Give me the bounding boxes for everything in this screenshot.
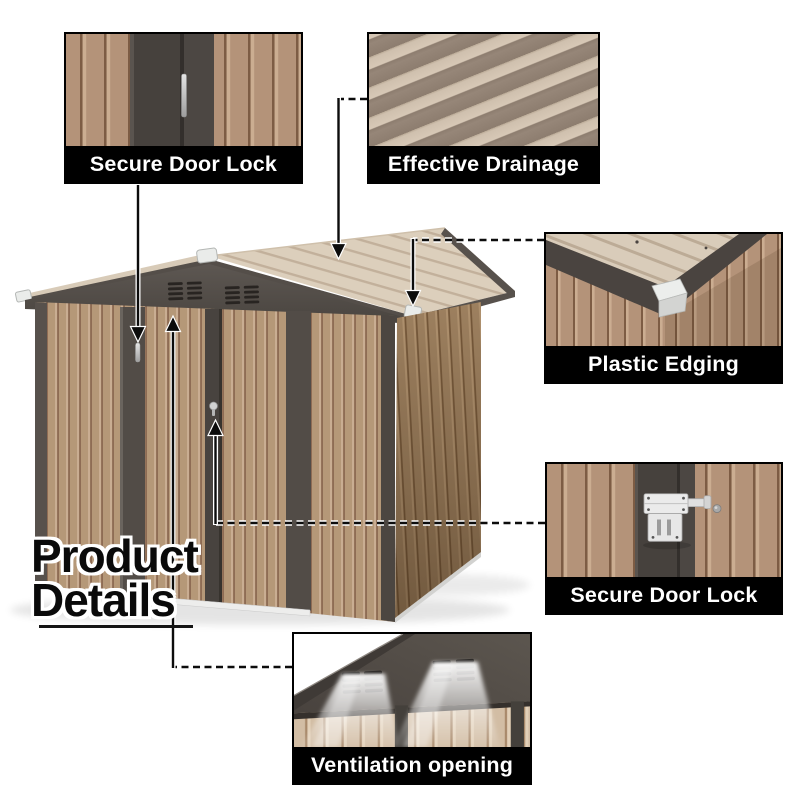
callout-plastic-edging: Plastic Edging <box>544 232 783 384</box>
gable-vents <box>167 281 260 305</box>
callout-effective-drainage: Effective Drainage <box>367 32 600 184</box>
drainage-roof-closeup-image <box>369 34 598 146</box>
callout-label: Secure Door Lock <box>66 146 301 182</box>
plastic-corner-cap <box>651 278 688 318</box>
light-beams <box>302 661 500 747</box>
shed-side-wall <box>395 302 481 623</box>
page-title: Product Details <box>31 530 199 626</box>
door-handle <box>181 73 187 118</box>
door-lock-closeup-image <box>66 34 301 146</box>
title-underline <box>39 625 193 628</box>
title-line-2: Details <box>31 574 176 626</box>
roof-fascia <box>294 634 416 711</box>
rear-fascia <box>441 228 515 295</box>
shed-doors <box>120 307 311 617</box>
callout-label: Plastic Edging <box>546 346 781 382</box>
edging-trim-right <box>665 234 767 316</box>
edging-trim-left <box>546 240 665 316</box>
door-threshold <box>144 595 311 617</box>
door-keyhole <box>209 401 218 411</box>
latch-catch-knob <box>712 504 722 513</box>
callout-ventilation-opening: Ventilation opening <box>292 632 532 785</box>
callout-label: Effective Drainage <box>369 146 598 182</box>
ventilation-closeup-image <box>294 634 530 747</box>
callout-secure-door-lock-latch: Secure Door Lock <box>545 462 783 615</box>
roof-panel <box>546 234 739 289</box>
door-latch-closeup-image <box>547 464 781 577</box>
door-handle <box>135 342 141 363</box>
callout-label: Secure Door Lock <box>547 577 781 613</box>
left-roof-slope <box>25 253 209 299</box>
title-line-1: Product <box>31 530 199 582</box>
plastic-edging-closeup-image <box>546 234 781 346</box>
callout-label: Ventilation opening <box>294 747 530 783</box>
callout-secure-door-lock-top: Secure Door Lock <box>64 32 303 184</box>
latch-screws <box>647 496 685 539</box>
